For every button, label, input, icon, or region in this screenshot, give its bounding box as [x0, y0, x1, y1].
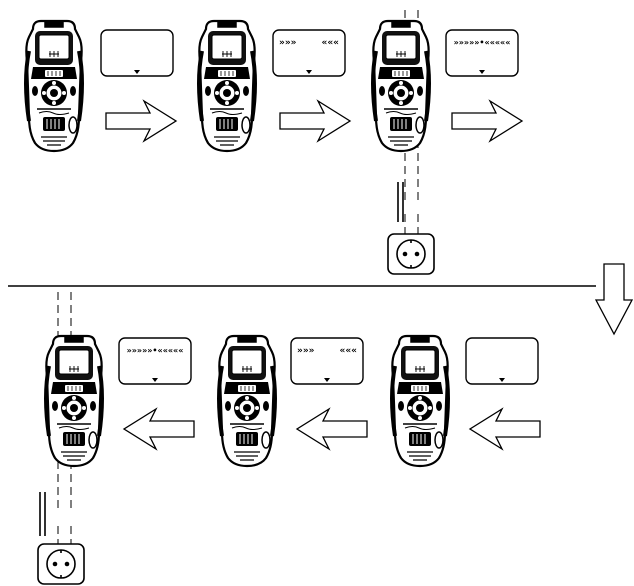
outline-arrow-icon	[469, 408, 541, 450]
row-change-arrow-icon	[594, 263, 634, 336]
step-6: »»»»»•«««««	[39, 292, 195, 546]
top-row: »»» ««« »»»»»•«««««	[24, 10, 523, 275]
outline-arrow-icon	[123, 408, 195, 450]
step-3: »»»»»•«««««	[371, 10, 523, 234]
lcd-readout: »»»»»•«««««	[127, 346, 184, 355]
bottom-row: »»» ««« »»»»»•«««««	[37, 292, 541, 585]
step-2: »»» «««	[197, 19, 351, 153]
step-5: »»» «««	[217, 334, 368, 468]
lcd-display-icon: »»»»»•«««««	[445, 29, 519, 77]
lcd-display-icon: »»» «««	[272, 29, 346, 77]
lcd-readout: »»»»»•«««««	[454, 38, 511, 47]
detector-device-icon	[390, 334, 450, 468]
lcd-readout: »»» «««	[297, 346, 357, 356]
detector-device-icon	[217, 334, 277, 468]
outline-arrow-icon	[296, 408, 368, 450]
lcd-display-icon: »»» «««	[290, 337, 364, 385]
lcd-readout: »»» «««	[279, 38, 339, 48]
wall-socket-icon	[37, 543, 85, 585]
lcd-display-icon	[465, 337, 539, 385]
wall-socket-icon	[387, 233, 435, 275]
lcd-display-icon: »»»»»•«««««	[118, 337, 192, 385]
detector-device-icon	[24, 19, 84, 153]
lcd-display-icon	[100, 29, 174, 77]
detector-device-icon	[197, 19, 257, 153]
outline-arrow-icon	[105, 100, 177, 142]
outline-arrow-icon	[279, 100, 351, 142]
detector-device-icon	[44, 334, 104, 468]
step-1	[24, 19, 177, 153]
outline-arrow-icon	[451, 100, 523, 142]
step-4	[390, 334, 541, 468]
detector-device-icon	[371, 19, 431, 153]
